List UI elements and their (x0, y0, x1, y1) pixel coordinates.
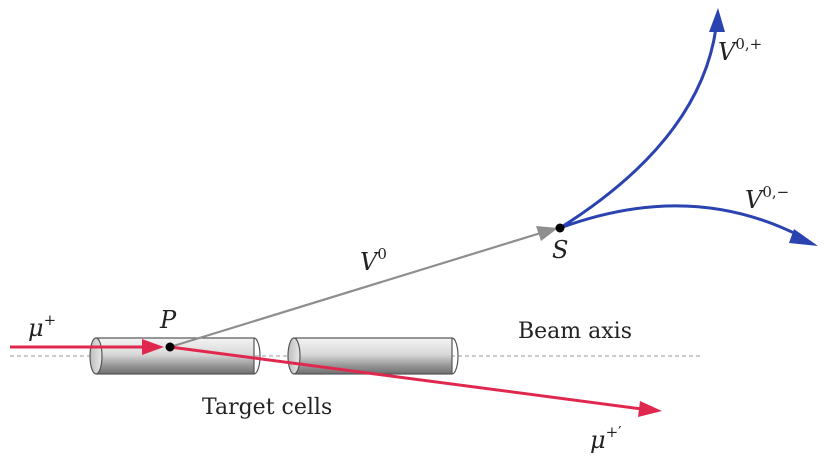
v0-minus-label: V0,− (745, 183, 789, 214)
v0-plus-track (559, 8, 725, 230)
beam-axis-label: Beam axis (518, 319, 632, 344)
incoming-muon-label: μ+ (28, 311, 56, 342)
v0-label: V0 (360, 245, 387, 276)
v0-track (169, 226, 558, 349)
secondary-vertex-label: S (552, 236, 568, 264)
v0-plus-label: V0,+ (718, 35, 762, 66)
incoming-muon-track (10, 339, 164, 355)
scattered-muon-label: μ+′ (590, 423, 622, 454)
scattered-muon-track (169, 345, 662, 417)
secondary-vertex-dot (555, 223, 565, 233)
target-cells-label: Target cells (202, 395, 332, 420)
v0-minus-track (559, 204, 818, 246)
target-cell-2 (287, 337, 459, 375)
primary-vertex-dot (165, 342, 175, 352)
primary-vertex-label: P (159, 306, 177, 334)
